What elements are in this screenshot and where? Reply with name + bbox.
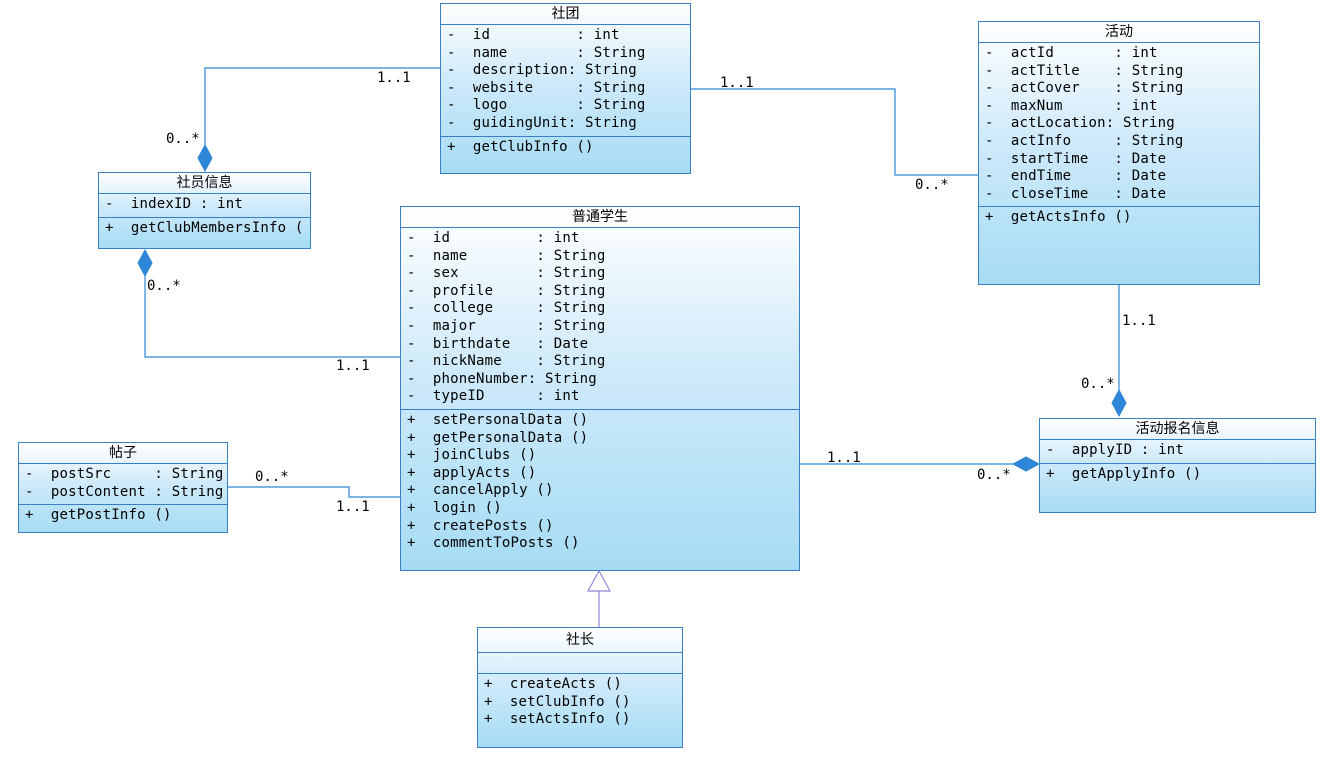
- attribute-row: - id : int: [407, 230, 580, 246]
- class-president[interactable]: 社长 + createActs () + setClubInfo () + se…: [477, 627, 683, 748]
- attribute-row: - phoneNumber: String: [407, 370, 597, 387]
- method-row: + getPersonalData (): [407, 429, 589, 446]
- attribute-row: - name : String: [447, 44, 646, 61]
- attributes-section: - id : int - name : String - sex : Strin…: [401, 228, 799, 410]
- class-member-info[interactable]: 社员信息 - indexID : int + getClubMembersInf…: [98, 172, 311, 249]
- method-row: + getApplyInfo (): [1046, 465, 1202, 482]
- mult-student-apply-1: 1..1: [827, 450, 861, 466]
- method-row: + setActsInfo (): [484, 711, 631, 728]
- assoc-post-student: [228, 486, 400, 498]
- mult-club-member-1: 1..1: [377, 70, 411, 86]
- attribute-row: - sex : String: [407, 265, 606, 282]
- method-row: + getClubInfo (): [447, 138, 594, 155]
- class-title: 活动: [979, 22, 1259, 43]
- composition-diamond-apply-left: [1011, 456, 1041, 472]
- method-row: + applyActs (): [407, 464, 537, 481]
- attribute-row: - guidingUnit: String: [447, 114, 637, 131]
- method-row: + setClubInfo (): [484, 693, 631, 710]
- method-row: + createPosts (): [407, 517, 554, 534]
- method-row: + createActs (): [484, 676, 623, 692]
- method-row: + login (): [407, 499, 502, 516]
- methods-section: + getClubInfo (): [441, 137, 690, 160]
- attribute-row: - indexID : int: [105, 196, 244, 212]
- attribute-row: - maxNum : int: [985, 97, 1158, 114]
- class-activity[interactable]: 活动 - actId : int - actTitle : String - a…: [978, 21, 1260, 285]
- attribute-row: - actId : int: [985, 45, 1158, 61]
- class-student[interactable]: 普通学生 - id : int - name : String - sex : …: [400, 206, 800, 571]
- assoc-club-activity: [690, 88, 978, 176]
- attribute-row: - description: String: [447, 62, 637, 79]
- attribute-row: - endTime : Date: [985, 168, 1167, 185]
- attributes-section: - postSrc : String - postContent : Strin…: [19, 464, 227, 506]
- class-post[interactable]: 帖子 - postSrc : String - postContent : St…: [18, 442, 228, 533]
- mult-activity-apply-1: 1..1: [1122, 313, 1156, 329]
- mult-member-student-1: 0..*: [147, 278, 181, 294]
- methods-section: + createActs () + setClubInfo () + setAc…: [478, 674, 682, 732]
- composition-diamond-apply-top: [1111, 388, 1127, 418]
- inheritance-arrow: [586, 569, 612, 592]
- composition-diamond-member-bottom: [137, 248, 153, 278]
- attributes-section: - indexID : int: [99, 194, 310, 218]
- method-row: + joinClubs (): [407, 447, 537, 464]
- attribute-row: - id : int: [447, 27, 620, 43]
- attribute-row: - name : String: [407, 247, 606, 264]
- attribute-row: - actInfo : String: [985, 132, 1184, 149]
- methods-section: + getClubMembersInfo (: [99, 218, 310, 241]
- method-row: + getActsInfo (): [985, 209, 1132, 226]
- attribute-row: - actLocation: String: [985, 115, 1175, 132]
- attributes-section: - applyID : int: [1040, 440, 1315, 464]
- attribute-row: - postSrc : String: [25, 466, 224, 482]
- attribute-row: - startTime : Date: [985, 150, 1167, 167]
- assoc-member-student: [144, 272, 400, 358]
- class-club[interactable]: 社团 - id : int - name : String - descript…: [440, 3, 691, 174]
- class-title: 普通学生: [401, 207, 799, 228]
- class-title: 活动报名信息: [1040, 419, 1315, 440]
- mult-activity-apply-2: 0..*: [1081, 376, 1115, 392]
- attribute-row: - website : String: [447, 79, 646, 96]
- attribute-row: - actTitle : String: [985, 62, 1184, 79]
- method-row: + commentToPosts (): [407, 535, 580, 552]
- composition-diamond-member-top: [197, 143, 213, 173]
- methods-section: + getApplyInfo (): [1040, 464, 1315, 487]
- attributes-section: [478, 653, 682, 674]
- mult-member-student-2: 1..1: [336, 358, 370, 374]
- mult-student-apply-2: 0..*: [977, 467, 1011, 483]
- assoc-club-member: [204, 67, 440, 148]
- mult-club-activity-1: 1..1: [720, 75, 754, 91]
- class-apply-info[interactable]: 活动报名信息 - applyID : int + getApplyInfo (): [1039, 418, 1316, 513]
- attribute-row: - closeTime : Date: [985, 185, 1167, 202]
- class-title: 社员信息: [99, 173, 310, 194]
- class-title: 社长: [478, 628, 682, 653]
- attribute-row: - birthdate : Date: [407, 335, 589, 352]
- attribute-row: - postContent : String: [25, 483, 224, 500]
- mult-post-student-2: 1..1: [336, 499, 370, 515]
- attribute-row: - college : String: [407, 300, 606, 317]
- method-row: + getPostInfo (): [25, 507, 172, 524]
- method-row: + setPersonalData (): [407, 411, 589, 428]
- mult-post-student-1: 0..*: [255, 469, 289, 485]
- attribute-row: - logo : String: [447, 97, 646, 114]
- methods-section: + getActsInfo (): [979, 207, 1259, 230]
- method-row: + cancelApply (): [407, 482, 554, 499]
- attribute-row: - applyID : int: [1046, 442, 1185, 458]
- method-row: + getClubMembersInfo (: [105, 219, 304, 236]
- mult-club-member-2: 0..*: [166, 131, 200, 147]
- methods-section: + getPostInfo (): [19, 505, 227, 528]
- attributes-section: - id : int - name : String - description…: [441, 25, 690, 137]
- mult-club-activity-2: 0..*: [915, 177, 949, 193]
- attributes-section: - actId : int - actTitle : String - actC…: [979, 43, 1259, 208]
- attribute-row: - nickName : String: [407, 353, 606, 370]
- class-title: 帖子: [19, 443, 227, 464]
- attribute-row: - profile : String: [407, 282, 606, 299]
- methods-section: + setPersonalData () + getPersonalData (…: [401, 410, 799, 556]
- attribute-row: - typeID : int: [407, 388, 580, 405]
- attribute-row: - actCover : String: [985, 80, 1184, 97]
- attribute-row: - major : String: [407, 317, 606, 334]
- class-title: 社团: [441, 4, 690, 25]
